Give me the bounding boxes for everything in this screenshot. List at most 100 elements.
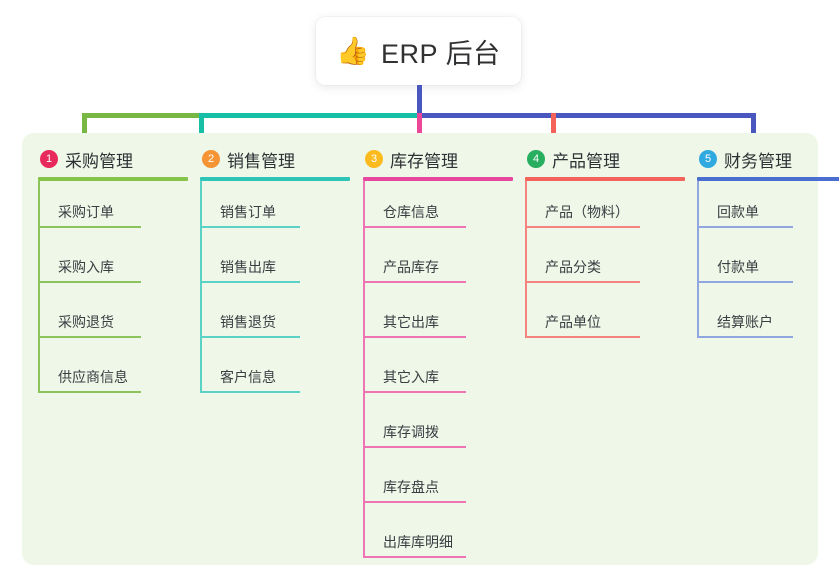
branch-badge-1: 1	[40, 150, 58, 168]
list-item[interactable]: 采购订单	[38, 181, 188, 236]
trunk-segment-teal	[199, 113, 418, 118]
leaf-rule	[363, 281, 466, 283]
list-item[interactable]: 仓库信息	[363, 181, 513, 236]
list-item[interactable]: 采购退货	[38, 291, 188, 346]
leaf-rule	[363, 446, 466, 448]
branch-spine-4	[525, 181, 527, 338]
list-item[interactable]: 产品分类	[525, 236, 685, 291]
branch-badge-4: 4	[527, 150, 545, 168]
branch-items-4: 产品（物料） 产品分类 产品单位	[525, 181, 685, 346]
leaf-label: 其它入库	[383, 369, 439, 385]
leaf-label: 产品分类	[545, 259, 601, 275]
leaf-label: 客户信息	[220, 369, 276, 385]
branch-rule-4	[525, 177, 685, 181]
branch-title-5: 财务管理	[724, 151, 792, 171]
branch-title-1: 采购管理	[65, 151, 133, 171]
thumbs-up-icon: 👍	[336, 35, 371, 67]
branch-badge-5: 5	[699, 150, 717, 168]
branch-spine-2	[200, 181, 202, 393]
leaf-label: 付款单	[717, 259, 759, 275]
leaf-rule	[363, 501, 466, 503]
leaf-rule	[363, 391, 466, 393]
leaf-rule	[363, 226, 466, 228]
branch-badge-3: 3	[365, 150, 383, 168]
leaf-rule	[525, 281, 640, 283]
leaf-label: 销售出库	[220, 259, 276, 275]
list-item[interactable]: 产品单位	[525, 291, 685, 346]
branch-drop-5	[751, 113, 756, 141]
branch-header-1[interactable]: 1 采购管理	[38, 146, 188, 172]
branch-header-4[interactable]: 4 产品管理	[525, 146, 685, 172]
root-title: ERP 后台	[381, 38, 501, 69]
root-node[interactable]: 👍 ERP 后台	[316, 17, 521, 85]
list-item[interactable]: 客户信息	[200, 346, 350, 401]
leaf-label: 采购入库	[58, 259, 114, 275]
leaf-rule	[697, 226, 793, 228]
leaf-label: 采购退货	[58, 314, 114, 330]
leaf-label: 仓库信息	[383, 204, 439, 220]
leaf-rule	[200, 226, 300, 228]
leaf-rule	[525, 226, 640, 228]
branch-header-2[interactable]: 2 销售管理	[200, 146, 350, 172]
leaf-label: 销售退货	[220, 314, 276, 330]
list-item[interactable]: 出库库明细	[363, 511, 513, 566]
branch-items-3: 仓库信息 产品库存 其它出库 其它入库 库存调拨 库存盘点	[363, 181, 513, 566]
list-item[interactable]: 采购入库	[38, 236, 188, 291]
branch-items-2: 销售订单 销售出库 销售退货 客户信息	[200, 181, 350, 401]
branch-spine-3	[363, 181, 365, 558]
branch-rule-3	[363, 177, 513, 181]
branch-badge-2: 2	[202, 150, 220, 168]
branch-column-3: 3 库存管理 仓库信息 产品库存 其它出库 其它入库 库存调拨	[363, 146, 513, 566]
branch-rule-2	[200, 177, 350, 181]
leaf-label: 出库库明细	[383, 534, 453, 550]
list-item[interactable]: 销售出库	[200, 236, 350, 291]
leaf-label: 产品（物料）	[545, 204, 629, 220]
list-item[interactable]: 产品（物料）	[525, 181, 685, 236]
leaf-label: 回款单	[717, 204, 759, 220]
leaf-label: 产品单位	[545, 314, 601, 330]
branch-rule-1	[38, 177, 188, 181]
branch-column-4: 4 产品管理 产品（物料） 产品分类 产品单位	[525, 146, 685, 346]
trunk-segment-blue	[418, 113, 717, 118]
leaf-rule	[363, 336, 466, 338]
branch-drop-4	[551, 113, 556, 141]
branch-header-5[interactable]: 5 财务管理	[697, 146, 839, 172]
branch-spine-1	[38, 181, 40, 393]
leaf-rule	[38, 336, 141, 338]
leaf-rule	[38, 391, 141, 393]
leaf-rule	[38, 281, 141, 283]
leaf-rule	[697, 336, 793, 338]
list-item[interactable]: 供应商信息	[38, 346, 188, 401]
branch-drop-2	[199, 113, 204, 141]
branch-items-1: 采购订单 采购入库 采购退货 供应商信息	[38, 181, 188, 401]
trunk-segment-blue-end	[717, 113, 756, 118]
branch-column-2: 2 销售管理 销售订单 销售出库 销售退货 客户信息	[200, 146, 350, 401]
list-item[interactable]: 销售退货	[200, 291, 350, 346]
list-item[interactable]: 产品库存	[363, 236, 513, 291]
leaf-rule	[363, 556, 466, 558]
leaf-rule	[200, 281, 300, 283]
leaf-label: 销售订单	[220, 204, 276, 220]
leaf-label: 采购订单	[58, 204, 114, 220]
root-stem-connector	[417, 85, 422, 113]
list-item[interactable]: 回款单	[697, 181, 839, 236]
leaf-rule	[200, 391, 300, 393]
branch-items-5: 回款单 付款单 结算账户	[697, 181, 839, 346]
list-item[interactable]: 付款单	[697, 236, 839, 291]
list-item[interactable]: 销售订单	[200, 181, 350, 236]
list-item[interactable]: 库存调拨	[363, 401, 513, 456]
leaf-label: 其它出库	[383, 314, 439, 330]
list-item[interactable]: 其它入库	[363, 346, 513, 401]
branch-drop-1	[82, 113, 87, 141]
branch-column-1: 1 采购管理 采购订单 采购入库 采购退货 供应商信息	[38, 146, 188, 401]
branch-header-3[interactable]: 3 库存管理	[363, 146, 513, 172]
branch-drop-3	[417, 113, 422, 141]
list-item[interactable]: 其它出库	[363, 291, 513, 346]
branch-column-5: 5 财务管理 回款单 付款单 结算账户	[697, 146, 839, 346]
list-item[interactable]: 库存盘点	[363, 456, 513, 511]
list-item[interactable]: 结算账户	[697, 291, 839, 346]
leaf-label: 供应商信息	[58, 369, 128, 385]
trunk-segment-green	[82, 113, 199, 118]
leaf-rule	[525, 336, 640, 338]
